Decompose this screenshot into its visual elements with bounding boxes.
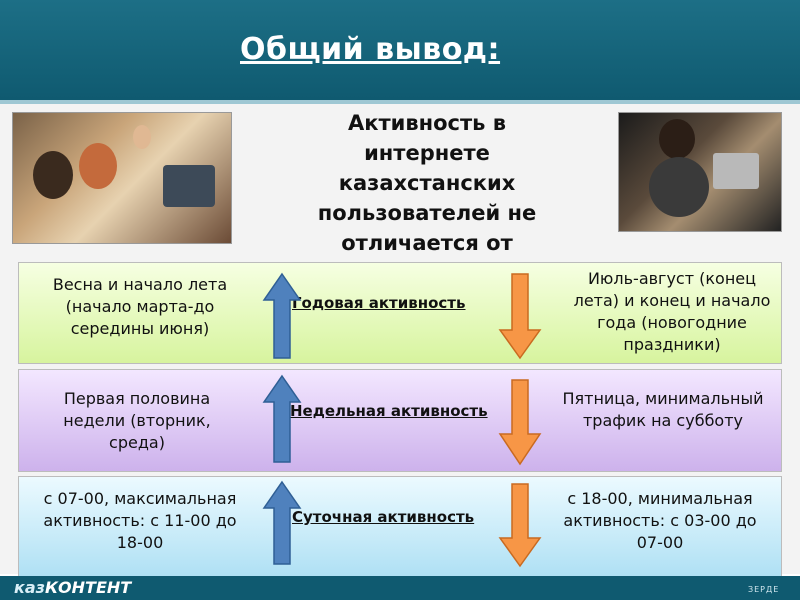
header-divider bbox=[0, 100, 800, 104]
daily-peak-text: с 07-00, максимальная активность: с 11-0… bbox=[43, 489, 237, 552]
footer-bar bbox=[0, 576, 800, 600]
down-arrow-icon bbox=[498, 273, 542, 360]
kazcontent-logo: казКОНТЕНТ bbox=[14, 578, 132, 597]
down-arrow-icon bbox=[498, 483, 542, 568]
up-arrow-icon bbox=[262, 374, 302, 463]
header-bar bbox=[0, 0, 800, 100]
internet-cafe-photo bbox=[618, 112, 782, 232]
up-arrow-icon bbox=[262, 480, 302, 565]
yearly-peak-text: Весна и начало лета (начало марта-до сер… bbox=[52, 275, 228, 338]
yearly-activity-band bbox=[18, 262, 782, 364]
weekly-activity-band bbox=[18, 369, 782, 472]
daily-activity-label: Суточная активность bbox=[292, 508, 475, 526]
family-computer-photo bbox=[12, 112, 232, 244]
page-title: Общий вывод: bbox=[240, 32, 501, 67]
weekly-activity-label: Недельная активность bbox=[290, 402, 488, 420]
weekly-peak-text: Первая половина недели (вторник, среда) bbox=[63, 389, 211, 452]
up-arrow-icon bbox=[262, 272, 302, 359]
yearly-low-text: Июль-август (конец лета) и конец и начал… bbox=[573, 269, 771, 354]
daily-low-text: с 18-00, минимальная активность: с 03-00… bbox=[563, 489, 757, 552]
daily-activity-band bbox=[18, 476, 782, 579]
down-arrow-icon bbox=[498, 379, 542, 466]
zerde-logo: ЗЕРДЕ bbox=[748, 585, 780, 594]
weekly-low-text: Пятница, минимальный трафик на субботу bbox=[562, 389, 764, 430]
yearly-activity-label: Годовая активность bbox=[292, 294, 466, 312]
headline-text: Активность в интернете казахстанских пол… bbox=[317, 111, 537, 285]
